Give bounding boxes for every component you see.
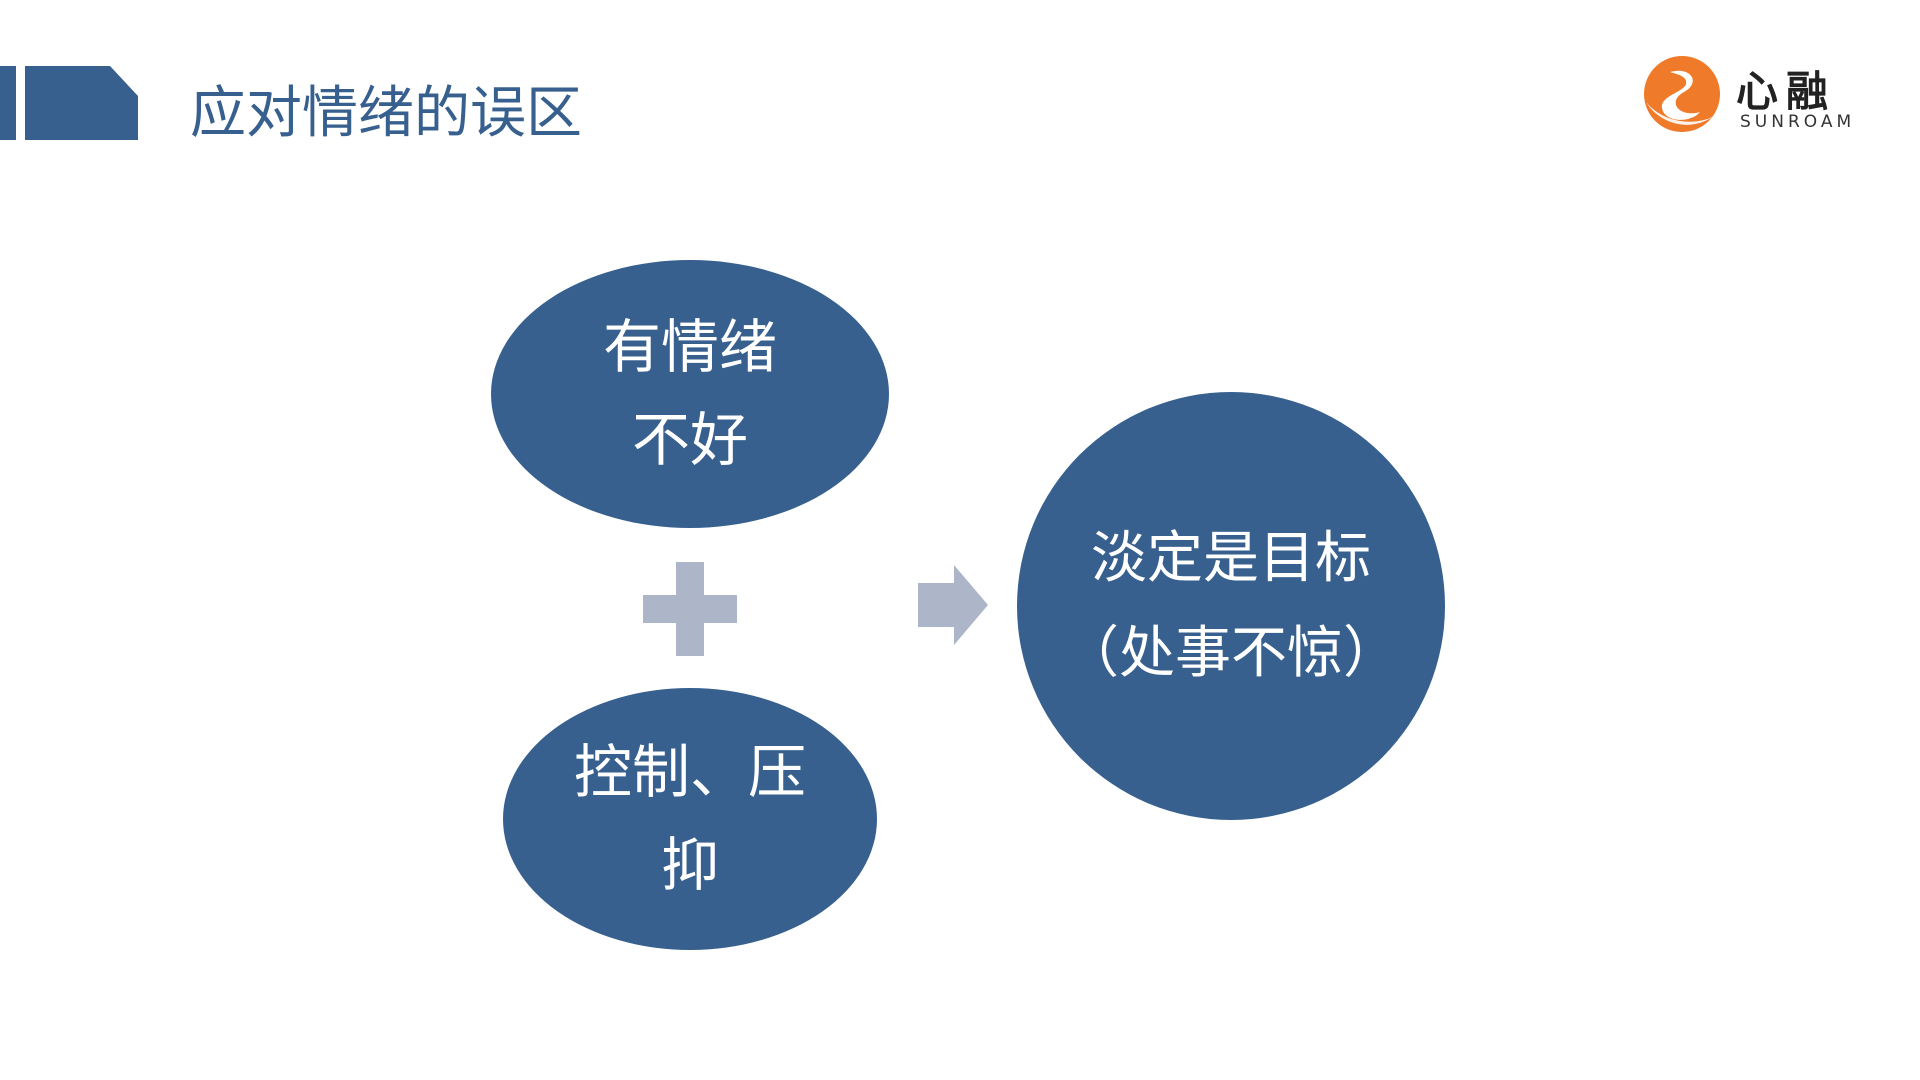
circle-composure-is-goal: 淡定是目标 （处事不惊） [1017,392,1445,820]
ellipse-control-suppress: 控制、压 抑 [503,688,877,950]
arrow-right-icon [918,565,988,645]
ellipse-bottom-line-2: 抑 [660,831,719,899]
slide-title: 应对情绪的误区 [190,81,582,146]
circle-line-2: （处事不惊） [1063,621,1399,686]
ellipse-top-line-1: 有情绪 [602,313,777,382]
circle-line-1: 淡定是目标 [1091,525,1371,591]
sunroam-logo: 心融 SUNROAM [1640,50,1860,140]
ellipse-having-emotions-is-bad: 有情绪 不好 [491,260,889,528]
logo-english-text: SUNROAM [1740,112,1856,132]
header-bar-decoration [0,66,138,140]
logo-chinese-text: 心融 [1736,67,1837,116]
logo-swirl-icon [1644,56,1720,132]
plus-icon [643,562,737,656]
ellipse-top-line-2: 不好 [631,406,748,474]
ellipse-bottom-line-1: 控制、压 [573,738,806,807]
